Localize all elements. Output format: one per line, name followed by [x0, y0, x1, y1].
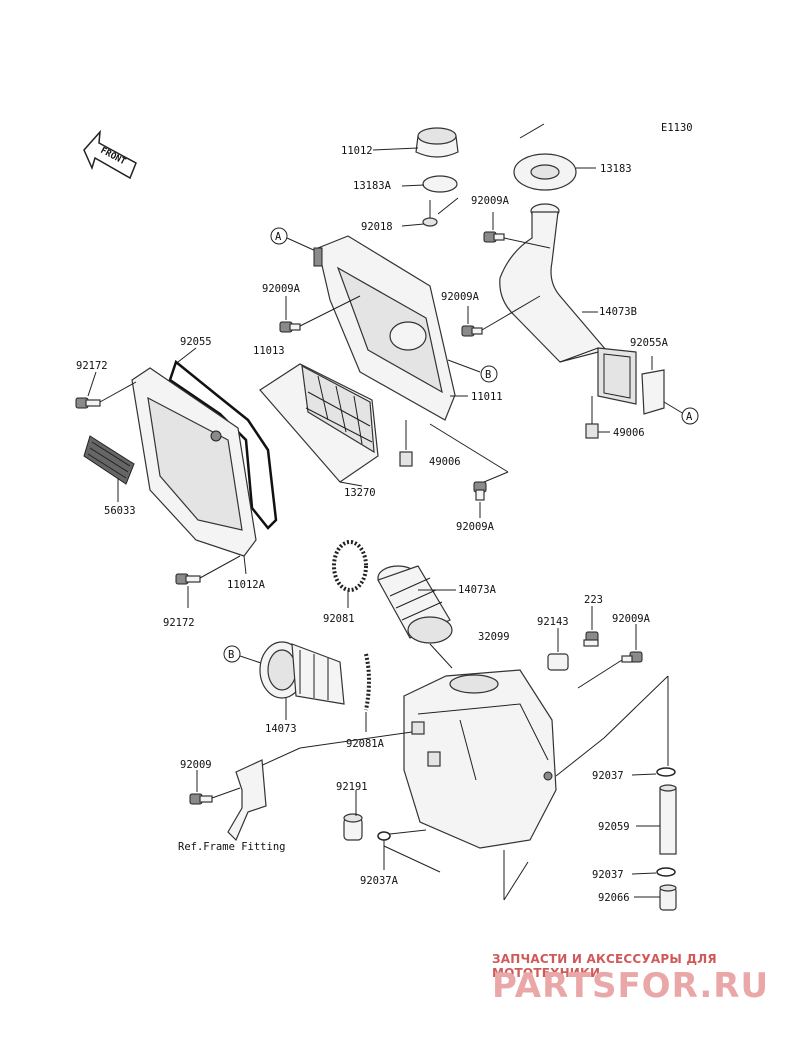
clip-92037-top	[656, 767, 676, 777]
label-92009: 92009	[180, 759, 212, 771]
label-14073A: 14073A	[458, 584, 497, 596]
label-92059: 92059	[598, 821, 630, 833]
duct-14073B	[499, 203, 637, 405]
plug-92191	[343, 813, 363, 841]
diagram-code: E1130	[661, 122, 693, 134]
svg-text:A: A	[275, 231, 282, 243]
label-92081: 92081	[323, 613, 355, 625]
label-13183A: 13183A	[353, 180, 392, 192]
label-92172-1: 92172	[76, 360, 108, 372]
label-92037-1: 92037	[592, 770, 624, 782]
label-92081A: 92081A	[346, 738, 385, 750]
callout-A-right: A	[681, 407, 699, 425]
foam-56033	[83, 435, 135, 485]
bolt-92009A-top	[483, 231, 505, 243]
front-arrow-icon: FRONT	[83, 129, 137, 180]
svg-text:A: A	[686, 411, 693, 423]
gasket-92055A	[641, 369, 665, 415]
screw-92172-bottom	[175, 573, 201, 585]
clip-49006-right	[585, 423, 599, 439]
label-92037-2: 92037	[592, 869, 624, 881]
svg-text:B: B	[485, 369, 491, 381]
clip-92037A	[377, 831, 391, 841]
duct-14073	[259, 641, 345, 705]
watermark-logo: PARTSFOR.RU	[492, 966, 770, 1006]
clamp-92081	[332, 540, 368, 592]
label-92009A-2: 92009A	[441, 291, 480, 303]
callout-B-top: B	[480, 365, 498, 383]
washer-92018	[422, 217, 438, 227]
hose-92059	[659, 784, 677, 855]
airbox-32099	[403, 669, 557, 849]
cap-92066	[659, 884, 677, 911]
label-223: 223	[584, 594, 603, 606]
callout-B-bottom: B	[223, 645, 241, 663]
label-92066: 92066	[598, 892, 630, 904]
label-11013: 11013	[253, 345, 285, 357]
clip-92037-bottom	[656, 867, 676, 877]
bolt-223	[583, 631, 599, 647]
label-92055: 92055	[180, 336, 212, 348]
bolt-92009	[189, 793, 213, 805]
label-32099: 32099	[478, 631, 510, 643]
gasket-92055	[168, 359, 278, 530]
label-49006-2: 49006	[429, 456, 461, 468]
label-13270: 13270	[344, 487, 376, 499]
bolt-92009A-duct	[461, 325, 483, 337]
label-49006-1: 49006	[613, 427, 645, 439]
label-ref-frame: Ref.Frame Fitting	[178, 841, 285, 853]
label-92191: 92191	[336, 781, 368, 793]
label-92143: 92143	[537, 616, 569, 628]
label-92009A-1: 92009A	[471, 195, 510, 207]
label-92037A: 92037A	[360, 875, 399, 887]
plate-13183A	[422, 175, 458, 193]
bolt-92009A-box	[621, 651, 643, 663]
cap-11012	[415, 127, 459, 158]
label-11012: 11012	[341, 145, 373, 157]
screw-92172-top	[75, 397, 101, 409]
element-13270	[259, 363, 379, 483]
label-56033: 56033	[104, 505, 136, 517]
callout-A-left: A	[270, 227, 288, 245]
label-92018: 92018	[361, 221, 393, 233]
watermark-tagline: ЗАПЧАСТИ И АКСЕССУАРЫ ДЛЯ МОТОТЕХНИКИ	[492, 952, 717, 980]
duct-14073A	[377, 565, 453, 644]
label-11012A: 11012A	[227, 579, 266, 591]
label-92009A-4: 92009A	[456, 521, 495, 533]
bolt-92009A-housing	[279, 321, 301, 333]
bolt-92009A-lower	[473, 481, 487, 501]
clamp-92081A	[364, 653, 371, 711]
label-11011: 11011	[471, 391, 503, 403]
cover-11012A	[131, 367, 257, 557]
label-14073B: 14073B	[599, 306, 637, 318]
svg-text:B: B	[228, 649, 234, 661]
clip-49006-left	[399, 451, 413, 467]
plate-13183	[513, 153, 577, 191]
bracket-ref-frame	[227, 759, 267, 842]
collar-92143	[547, 653, 569, 671]
label-13183: 13183	[600, 163, 632, 175]
label-92172-2: 92172	[163, 617, 195, 629]
label-14073: 14073	[265, 723, 297, 735]
label-92055A: 92055A	[630, 337, 669, 349]
label-92009A-5: 92009A	[612, 613, 651, 625]
housing-11011	[313, 235, 456, 421]
label-92009A-3: 92009A	[262, 283, 301, 295]
